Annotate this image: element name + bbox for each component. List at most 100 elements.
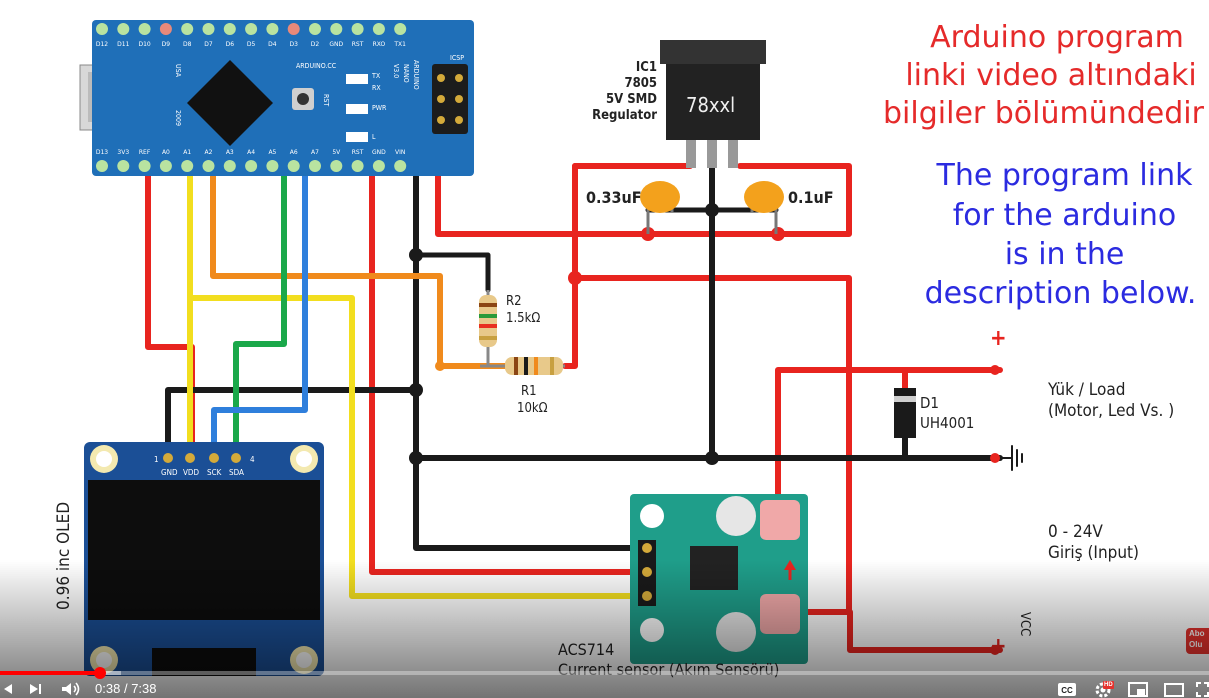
arduino-top-pin-label-d10: D10 bbox=[138, 41, 150, 48]
mute-button[interactable] bbox=[60, 680, 82, 698]
arduino-bottom-pin-ref bbox=[138, 160, 151, 172]
turkish-line-3: bilgiler bölümündedir bbox=[883, 96, 1204, 131]
board-l: L bbox=[372, 133, 376, 141]
arduino-bottom-pin-3v3 bbox=[117, 160, 130, 172]
arduino-top-pin-label-d7: D7 bbox=[204, 41, 213, 48]
english-line-2: for the arduino bbox=[952, 198, 1177, 233]
arduino-bottom-pin-a4 bbox=[245, 160, 258, 172]
led-l bbox=[346, 132, 368, 142]
settings-button[interactable]: HD bbox=[1094, 680, 1118, 698]
arduino-bottom-pin-label-ref: REF bbox=[139, 149, 151, 156]
arduino-top-pin-label-d4: D4 bbox=[268, 41, 277, 48]
oled-screen bbox=[88, 480, 320, 620]
wire-red-vin bbox=[435, 162, 852, 237]
cap1-label: 0.33uF bbox=[586, 188, 642, 207]
wire-red-input bbox=[847, 609, 1003, 653]
arduino-bottom-pin-label-vin: VIN bbox=[395, 149, 405, 156]
arduino-bottom-pin-label-a1: A1 bbox=[183, 149, 191, 156]
arduino-bottom-pin-label-d13: D13 bbox=[96, 149, 108, 156]
board-arduino: ARDUINO bbox=[412, 60, 420, 90]
progress-bar[interactable] bbox=[0, 667, 1209, 679]
volume-icon bbox=[62, 682, 80, 696]
arduino-top-pin-label-d11: D11 bbox=[117, 41, 129, 48]
arduino-top-pin-d3 bbox=[287, 23, 300, 35]
arduino-bottom-pin-a6 bbox=[287, 160, 300, 172]
wire-green bbox=[233, 162, 287, 461]
arduino-top-pin-label-d12: D12 bbox=[96, 41, 108, 48]
wire-red-load bbox=[775, 367, 1003, 523]
r2-value: 1.5kΩ bbox=[506, 311, 541, 326]
prev-button[interactable] bbox=[0, 680, 14, 698]
miniplayer-button[interactable] bbox=[1128, 680, 1148, 698]
fullscreen-icon bbox=[1196, 682, 1209, 697]
oled-pin-sda: SDA bbox=[229, 468, 244, 477]
arduino-bottom-pin-label-a7: A7 bbox=[311, 149, 319, 156]
subtitles-button[interactable]: CC bbox=[1057, 680, 1077, 698]
cap-033uf bbox=[640, 181, 680, 213]
arduino-bottom-pin-label-a3: A3 bbox=[226, 149, 234, 156]
input-label-2: Giriş (Input) bbox=[1048, 543, 1140, 563]
turkish-line-2: linki video altındaki bbox=[905, 58, 1197, 93]
watermark-line-1: Abo bbox=[1189, 629, 1205, 638]
fullscreen-button[interactable] bbox=[1196, 680, 1209, 698]
arduino-top-pin-gnd bbox=[330, 23, 343, 35]
resistor-r2 bbox=[479, 295, 497, 347]
wire-orange bbox=[210, 162, 508, 369]
arduino-bottom-pin-label-a5: A5 bbox=[268, 149, 276, 156]
board-version: V3.0 bbox=[392, 64, 400, 79]
sensor-ic bbox=[690, 546, 738, 590]
channel-watermark[interactable]: Abo Olu bbox=[1186, 628, 1209, 654]
arduino-top-pin-d2 bbox=[309, 23, 321, 35]
arduino-bottom-pin-a0 bbox=[159, 160, 172, 172]
arduino-bottom-pin-label-a4: A4 bbox=[247, 149, 255, 156]
arduino-bottom-pin-vin bbox=[394, 160, 407, 172]
cap2-label: 0.1uF bbox=[788, 188, 834, 207]
arduino-top-pin-d6 bbox=[223, 23, 236, 35]
arduino-bottom-pin-rst bbox=[351, 160, 364, 172]
wire-black-gnd bbox=[413, 162, 651, 551]
progress-scrubber[interactable] bbox=[94, 667, 107, 679]
input-label-1: 0 - 24V bbox=[1048, 522, 1103, 542]
arduino-bottom-pin-a1 bbox=[181, 160, 194, 172]
hd-badge: HD bbox=[1103, 681, 1114, 689]
d1-name: D1 bbox=[920, 394, 939, 412]
arduino-top-pin-rxo bbox=[372, 23, 385, 35]
board-year: 2009 bbox=[174, 110, 182, 127]
oled-display bbox=[84, 442, 324, 676]
arduino-bottom-pin-a2 bbox=[202, 160, 215, 172]
arduino-bottom-pin-label-a6: A6 bbox=[290, 149, 298, 156]
wire-black-oled bbox=[165, 387, 419, 461]
board-rx: RX bbox=[372, 84, 381, 92]
arduino-top-pin-label-rxo: RXO bbox=[373, 41, 386, 48]
miniplayer-icon bbox=[1128, 682, 1148, 697]
arduino-bottom-pin-label-a0: A0 bbox=[162, 149, 170, 156]
arduino-top-pin-label-d8: D8 bbox=[183, 41, 192, 48]
english-line-4: description below. bbox=[924, 276, 1197, 311]
turkish-line-1: Arduino program bbox=[930, 20, 1184, 55]
oled-pin-4-num: 4 bbox=[250, 455, 255, 464]
board-usa: USA bbox=[174, 64, 182, 78]
d1-part: UH4001 bbox=[920, 414, 975, 432]
oled-pin-vdd: VDD bbox=[183, 468, 200, 477]
arduino-top-pin-d7 bbox=[202, 23, 215, 35]
next-button[interactable] bbox=[28, 680, 44, 698]
ground-symbol bbox=[999, 445, 1023, 471]
arduino-top-pin-d11 bbox=[117, 23, 130, 35]
wire-red-regout bbox=[562, 231, 578, 369]
arduino-top-pin-label-tx1: TX1 bbox=[393, 41, 406, 48]
arduino-top-pin-label-d2: D2 bbox=[311, 41, 320, 48]
theater-button[interactable] bbox=[1164, 680, 1184, 698]
regulator-chip-text: 78xxl bbox=[686, 93, 736, 117]
arduino-top-pin-label-d9: D9 bbox=[162, 41, 171, 48]
wire-blue bbox=[211, 162, 308, 461]
arduino-bottom-pin-label-gnd: GND bbox=[372, 149, 386, 156]
r2-name: R2 bbox=[506, 294, 522, 309]
time-separator: / bbox=[123, 681, 128, 696]
wire-black-r2 bbox=[413, 252, 491, 293]
arduino-top-pin-label-rst: RST bbox=[352, 41, 364, 48]
ic1-desc: 5V SMD bbox=[605, 92, 657, 107]
sensor-terminal-top bbox=[760, 500, 800, 540]
